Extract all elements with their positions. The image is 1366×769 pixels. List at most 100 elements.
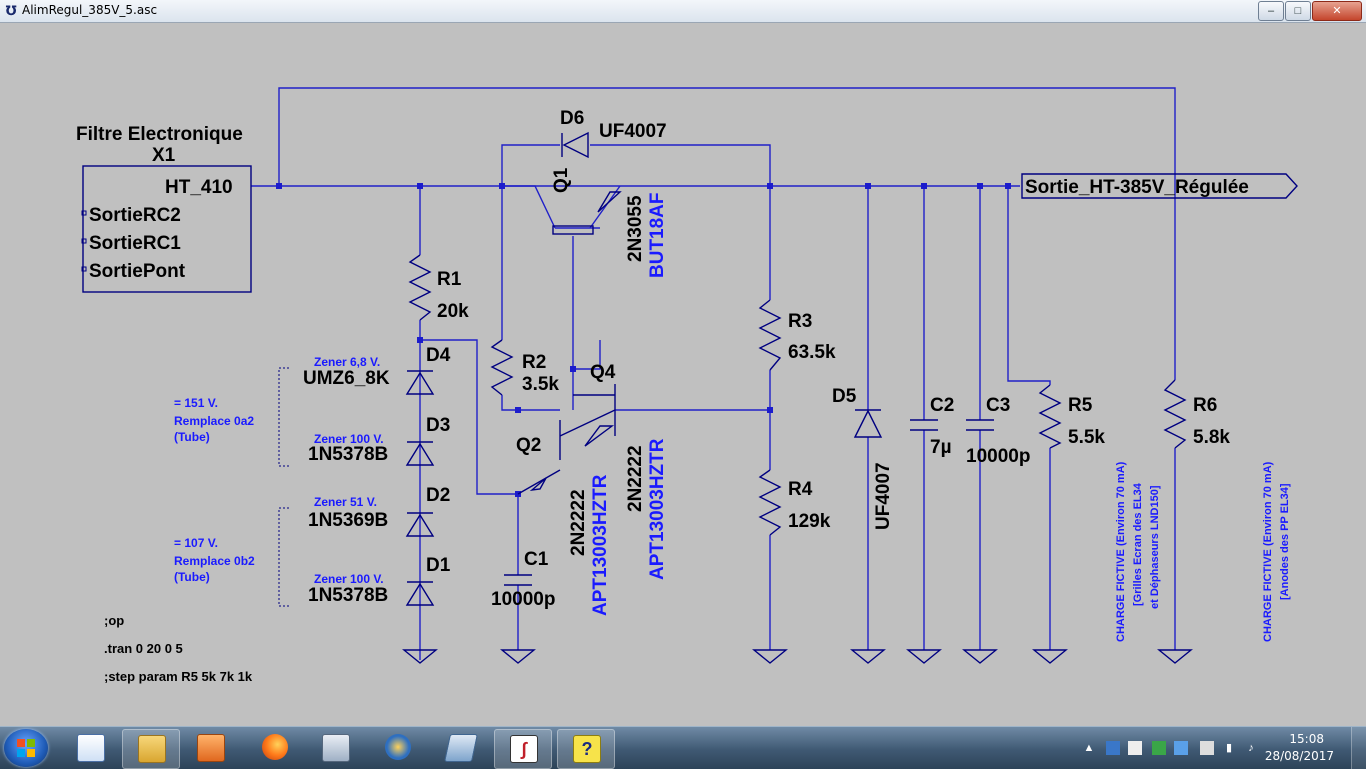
note-upper-zener: = 151 V. Remplace 0a2 (Tube)	[174, 396, 254, 444]
clock-date[interactable]: 28/08/2017	[1264, 749, 1334, 763]
zener-d4[interactable]: D4 Zener 6,8 V. UMZ6_8K	[303, 345, 451, 395]
svg-text:R6: R6	[1193, 395, 1217, 416]
svg-text:R4: R4	[788, 479, 813, 500]
svg-text:= 151 V.: = 151 V.	[174, 396, 218, 410]
svg-text:1N5369B: 1N5369B	[308, 510, 388, 531]
zener-d2[interactable]: D2 Zener 51 V. 1N5369B	[308, 485, 450, 537]
wires	[251, 87, 1176, 660]
capacitor-c1[interactable]: C1 10000p	[491, 549, 555, 610]
taskbar-explorer[interactable]	[122, 729, 180, 769]
svg-text:D2: D2	[426, 485, 450, 506]
zener-d1[interactable]: D1 Zener 100 V. 1N5378B	[308, 555, 451, 606]
capacitor-c2[interactable]: C2 7µ	[910, 395, 954, 458]
svg-text:Sortie_HT-385V_Régulée: Sortie_HT-385V_Régulée	[1025, 177, 1249, 198]
transistor-q4[interactable]: Q4 2N2222 APT13003HZTR	[573, 362, 668, 580]
tray-network-icon[interactable]	[1106, 741, 1120, 755]
start-button[interactable]	[4, 729, 48, 767]
capacitor-c3[interactable]: C3 10000p	[966, 395, 1030, 467]
resistor-r5[interactable]: R5 5.5k	[1038, 384, 1105, 449]
close-button[interactable]: ✕	[1312, 1, 1362, 21]
resistor-r2[interactable]: R2 3.5k	[490, 339, 559, 396]
windows-logo-icon	[17, 739, 35, 757]
svg-text:5.8k: 5.8k	[1193, 427, 1230, 448]
window-titlebar: ℧ AlimRegul_385V_5.asc – □ ✕	[0, 0, 1366, 23]
diode-d5[interactable]: D5 UF4007	[832, 386, 894, 530]
svg-text:[Anodes des PP EL34]: [Anodes des PP EL34]	[1279, 483, 1291, 600]
svg-text:(Tube): (Tube)	[174, 430, 210, 444]
svg-text:Zener 6,8 V.: Zener 6,8 V.	[314, 355, 380, 369]
svg-text:63.5k: 63.5k	[788, 342, 836, 363]
subcircuit-x1[interactable]: Filtre Electronique X1 HT_410 SortieRC2 …	[76, 124, 252, 293]
svg-text:Q4: Q4	[590, 362, 616, 383]
taskbar-wordpad[interactable]	[62, 729, 118, 767]
network-icon	[385, 734, 411, 760]
battery-icon[interactable]	[1200, 741, 1214, 755]
svg-text:5.5k: 5.5k	[1068, 427, 1105, 448]
tray-bluetooth-icon[interactable]	[1174, 741, 1188, 755]
svg-text:Zener 100 V.: Zener 100 V.	[314, 572, 384, 586]
svg-text:Zener 51 V.: Zener 51 V.	[314, 495, 377, 509]
taskbar-calculator[interactable]	[307, 729, 363, 767]
output-net-label[interactable]: Sortie_HT-385V_Régulée	[1021, 173, 1298, 199]
ltspice-icon: ∫	[510, 735, 538, 763]
svg-text:CHARGE FICTIVE (Environ 70 mA): CHARGE FICTIVE (Environ 70 mA)	[1262, 461, 1274, 642]
svg-text:2N2222: 2N2222	[625, 445, 646, 512]
x1-pin-sortiepont: SortiePont	[89, 261, 186, 282]
media-player-icon	[197, 734, 225, 762]
calculator-icon	[322, 734, 350, 762]
wordpad-icon	[77, 734, 105, 762]
minimize-button[interactable]: –	[1258, 1, 1284, 21]
svg-text:Remplace 0a2: Remplace 0a2	[174, 414, 254, 428]
resistor-r3[interactable]: R3 63.5k	[758, 299, 836, 371]
svg-text:et Déphaseurs LND150]: et Déphaseurs LND150]	[1149, 485, 1161, 609]
folder-icon	[138, 735, 166, 763]
diode-d6[interactable]: D6 UF4007	[560, 108, 667, 159]
svg-text:UF4007: UF4007	[599, 121, 667, 142]
zener-bracket-upper	[278, 367, 289, 467]
resistor-r1[interactable]: R1 20k	[408, 254, 469, 322]
volume-icon[interactable]: ♪	[1248, 742, 1254, 754]
note-load-r6: CHARGE FICTIVE (Environ 70 mA) [Anodes d…	[1262, 461, 1291, 642]
svg-text:;step param R5 5k 7k 1k: ;step param R5 5k 7k 1k	[104, 669, 253, 684]
taskbar-ltspice[interactable]: ∫	[494, 729, 552, 769]
svg-text:129k: 129k	[788, 511, 831, 532]
svg-text:10000p: 10000p	[966, 446, 1030, 467]
resistor-r4[interactable]: R4 129k	[758, 469, 831, 536]
transistor-q2[interactable]: Q2 2N2222 APT13003HZTR	[516, 409, 616, 616]
taskbar-help[interactable]: ?	[557, 729, 615, 769]
schematic-canvas[interactable]: Filtre Electronique X1 HT_410 SortieRC2 …	[0, 22, 1366, 726]
svg-text:D6: D6	[560, 108, 584, 129]
tray-security-icon[interactable]	[1152, 741, 1166, 755]
zener-d3[interactable]: D3 Zener 100 V. 1N5378B	[308, 415, 450, 466]
windows-taskbar: ∫ ? ▲ ▮ ♪ 15:08 28/08/2017	[0, 726, 1366, 769]
transistor-q1[interactable]: Q1 2N3055 BUT18AF	[551, 167, 668, 278]
svg-text:R2: R2	[522, 352, 546, 373]
x1-pin-sortierc2: SortieRC2	[89, 205, 181, 226]
x1-pin-sortierc1: SortieRC1	[89, 233, 181, 254]
zener-bracket-lower	[278, 507, 289, 607]
taskbar-network-app[interactable]	[370, 729, 426, 767]
svg-text:3.5k: 3.5k	[522, 374, 559, 395]
svg-text:20k: 20k	[437, 301, 469, 322]
svg-text:1N5378B: 1N5378B	[308, 444, 388, 465]
resistor-r6[interactable]: R6 5.8k	[1163, 379, 1230, 449]
taskbar-media-player[interactable]	[182, 729, 238, 767]
svg-text:C2: C2	[930, 395, 954, 416]
maximize-button[interactable]: □	[1285, 1, 1311, 21]
tray-overflow-icon[interactable]: ▲	[1083, 742, 1095, 754]
svg-text:Q2: Q2	[516, 435, 541, 456]
tray-flag-icon[interactable]	[1128, 741, 1142, 755]
x1-ref: X1	[152, 145, 176, 166]
svg-text:Q1: Q1	[551, 167, 572, 193]
note-lower-zener: = 107 V. Remplace 0b2 (Tube)	[174, 536, 255, 584]
signal-icon[interactable]: ▮	[1225, 742, 1233, 754]
x1-title: Filtre Electronique	[76, 124, 243, 145]
svg-text:7µ: 7µ	[930, 437, 952, 458]
svg-text:D1: D1	[426, 555, 451, 576]
clock-time[interactable]: 15:08	[1289, 732, 1324, 746]
taskbar-slides-app[interactable]	[432, 729, 488, 767]
show-desktop-button[interactable]	[1351, 727, 1366, 769]
spice-directives[interactable]: ;op .tran 0 20 0 5 ;step param R5 5k 7k …	[104, 613, 253, 684]
svg-text:APT13003HZTR: APT13003HZTR	[647, 438, 668, 580]
taskbar-firefox[interactable]	[247, 729, 303, 767]
